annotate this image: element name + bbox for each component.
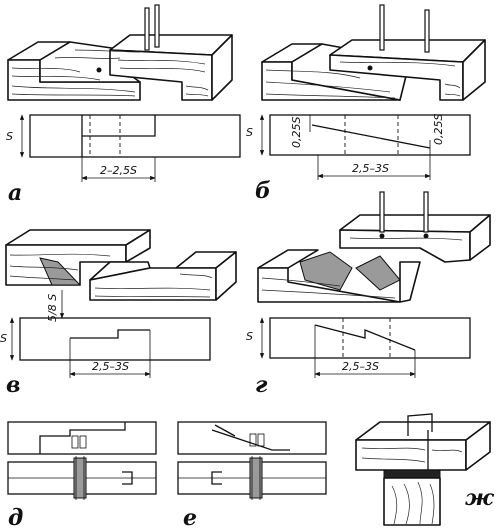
panel-b-dim-right: 0,25S <box>432 114 445 145</box>
panel-zh-post-joint <box>355 413 491 526</box>
panel-zh-label: ж <box>465 485 495 511</box>
panel-b-dim-left: 0,25S <box>290 117 303 148</box>
panel-v-dim-length: 2,5–3S <box>92 360 129 373</box>
panel-a: S 2–2,5S а <box>6 4 241 206</box>
panel-v-dim-s: S <box>0 332 7 345</box>
panel-g-dim-s: S <box>246 330 253 343</box>
panel-a-dim-s: S <box>6 130 13 143</box>
panel-d-label: д <box>8 505 23 528</box>
panel-b: S 0,25S 0,25S 2,5–3S б <box>246 4 486 204</box>
panel-zh: ж <box>355 413 495 526</box>
panel-b-dim-s: S <box>246 126 253 139</box>
panel-b-label: б <box>255 178 271 204</box>
panel-e-elevation <box>177 421 327 455</box>
panel-e: е <box>177 421 327 528</box>
panel-g-label: г <box>255 372 268 398</box>
panel-e-label: е <box>183 505 197 528</box>
panel-g-section-view: S 2,5–3S <box>246 317 471 378</box>
panel-g-dim-length: 2,5–3S <box>342 360 379 373</box>
panel-d-plan <box>7 456 157 500</box>
panel-b-section-view: S 0,25S 0,25S 2,5–3S <box>246 114 471 180</box>
panel-g: S 2,5–3S г <box>246 191 491 398</box>
panel-d-elevation <box>7 421 157 455</box>
panel-a-section-view: S 2–2,5S <box>6 114 241 182</box>
panel-v-label: в <box>6 372 20 398</box>
panel-v: S 5/8 S 2,5–3S в <box>0 229 237 398</box>
panel-v-section-view: S 5/8 S 2,5–3S <box>0 290 211 378</box>
panel-e-plan <box>177 456 327 500</box>
panel-v-dim-step: 5/8 S <box>46 294 59 322</box>
panel-b-timber-joint <box>261 4 486 101</box>
panel-d: д <box>7 421 157 528</box>
panel-g-timber-joint <box>257 191 491 303</box>
panel-a-timber-joint <box>7 4 233 101</box>
panel-v-timber-joint <box>5 229 237 301</box>
panel-a-dim-length: 2–2,5S <box>100 164 137 177</box>
panel-a-label: а <box>8 180 22 206</box>
panel-b-dim-length: 2,5–3S <box>352 162 389 175</box>
